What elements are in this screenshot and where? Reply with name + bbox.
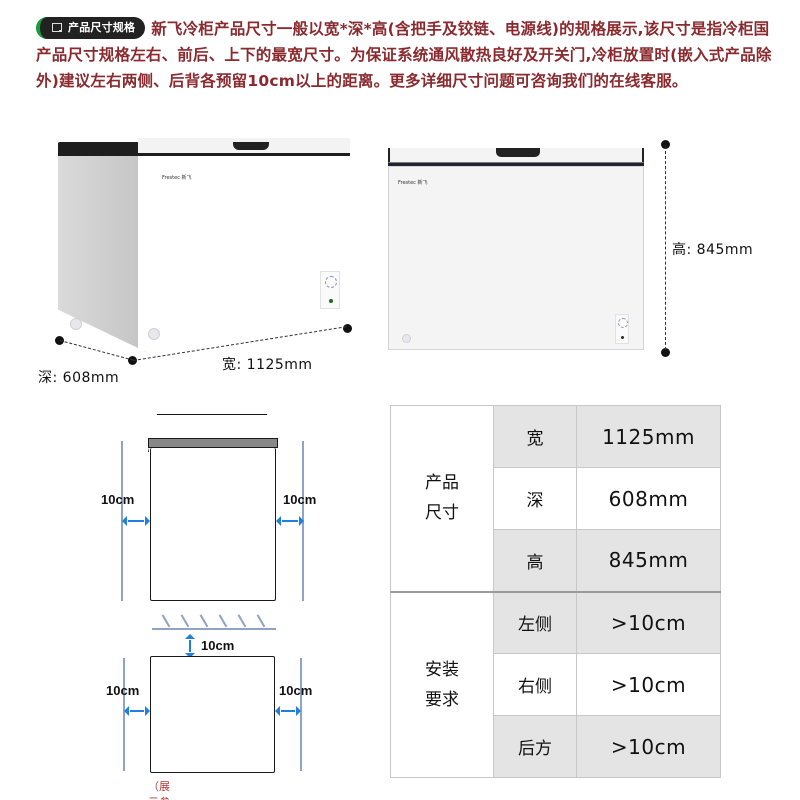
dimension-dot [55, 336, 64, 345]
reference-note: （展示参考, 非指定机型） [148, 780, 170, 800]
right-wall-guide [300, 658, 302, 771]
spec-value: >10cm [576, 590, 721, 654]
intro-text-block: 产品尺寸规格新飞冷柜产品尺寸一般以宽*深*高(含把手及铰链、电源线)的规格展示,… [36, 16, 786, 94]
left-arrow-icon [124, 706, 150, 716]
back-arrow-icon [185, 634, 195, 658]
thermostat-knob-icon [320, 271, 340, 309]
table-row: 后方 >10cm [391, 715, 721, 778]
table-row: 产品尺寸 宽 1125mm [390, 405, 721, 592]
left-clearance-label: 10cm [106, 683, 140, 698]
brand-logo: Frestec 新飞 [162, 175, 192, 181]
right-clearance-label: 10cm [279, 683, 313, 698]
spec-key: 左侧 [493, 590, 577, 654]
group-label-dimensions: 产品尺寸 [390, 405, 494, 592]
left-arrow-icon [122, 516, 150, 526]
right-arrow-icon [276, 516, 304, 526]
spec-value: 845mm [576, 529, 721, 592]
right-arrow-icon [275, 706, 301, 716]
spec-key: 后方 [493, 715, 577, 778]
cabinet-outline [150, 448, 276, 601]
section-badge: 产品尺寸规格 [36, 16, 146, 39]
foot-icon [402, 334, 411, 343]
spec-value: 608mm [576, 467, 721, 530]
freezer-front-panel [138, 156, 350, 352]
height-dimension-line [665, 146, 666, 350]
back-wall-line [152, 628, 276, 630]
dimension-dot [661, 140, 670, 149]
freezer-perspective-image: Frestec 新飞 [58, 136, 358, 360]
spec-table: 产品尺寸 宽 1125mm 深 608mm 高 845mm 安装要求 左侧 >1… [390, 405, 721, 778]
foot-icon [148, 328, 160, 340]
freezer-lid-side [58, 142, 138, 156]
table-row: 高 845mm [391, 529, 721, 592]
freezer-body [388, 166, 644, 350]
right-clearance-label: 10cm [283, 492, 317, 507]
dimension-dot [128, 356, 137, 365]
foot-icon [70, 318, 82, 330]
brand-logo: Frestec 新飞 [398, 180, 428, 186]
dimension-dot [661, 348, 670, 357]
spec-value: >10cm [576, 715, 721, 778]
spec-key: 右侧 [493, 653, 577, 716]
left-clearance-label: 10cm [101, 492, 135, 507]
width-label: 宽: 1125mm [222, 357, 313, 373]
depth-label: 深: 608mm [38, 370, 120, 386]
spec-value: 1125mm [576, 405, 721, 468]
cabinet-top-outline [150, 656, 275, 773]
freezer-front-image: Frestec 新飞 [388, 148, 644, 352]
freezer-handle [233, 142, 269, 150]
lid-seal [148, 438, 278, 448]
intro-description: 新飞冷柜产品尺寸一般以宽*深*高(含把手及铰链、电源线)的规格展示,该尺寸是指冷… [36, 20, 772, 90]
group-label-installation: 安装要求 [390, 590, 494, 778]
table-row: 安装要求 左侧 >10cm [390, 590, 721, 778]
spec-value: >10cm [576, 653, 721, 716]
dimension-dot [343, 324, 352, 333]
height-label: 高: 845mm [672, 242, 754, 258]
back-clearance-label: 10cm [201, 638, 235, 653]
spec-key: 高 [493, 529, 577, 592]
thermostat-knob-icon [615, 314, 629, 344]
section-badge-label: 产品尺寸规格 [68, 20, 136, 34]
table-row: 右侧 >10cm [391, 653, 721, 716]
spec-key: 宽 [493, 405, 577, 468]
freezer-seal-band [388, 163, 644, 166]
spec-key: 深 [493, 467, 577, 530]
freezer-side-panel [58, 156, 138, 348]
freezer-handle [496, 148, 540, 157]
window-icon [52, 23, 62, 32]
